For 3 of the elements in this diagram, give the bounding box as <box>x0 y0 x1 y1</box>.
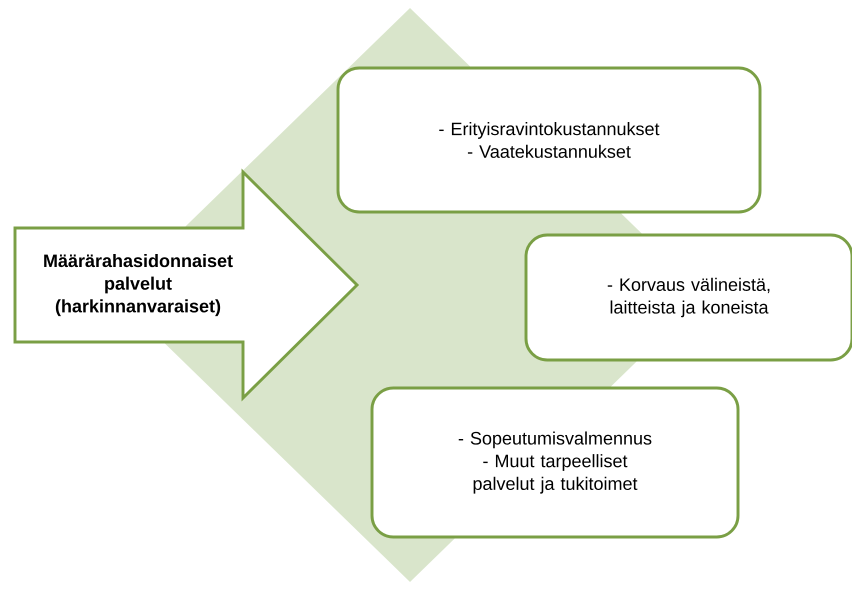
rounded-box: - Korvaus välineistä, laitteista ja koneista <box>524 234 852 362</box>
rounded-box: - Erityisravintokustannukset - Vaatekustannukset <box>336 66 762 214</box>
rounded-box: - Sopeutumisvalmennus - Muut tarpeelliset palvelut ja tukitoimet <box>370 386 740 538</box>
